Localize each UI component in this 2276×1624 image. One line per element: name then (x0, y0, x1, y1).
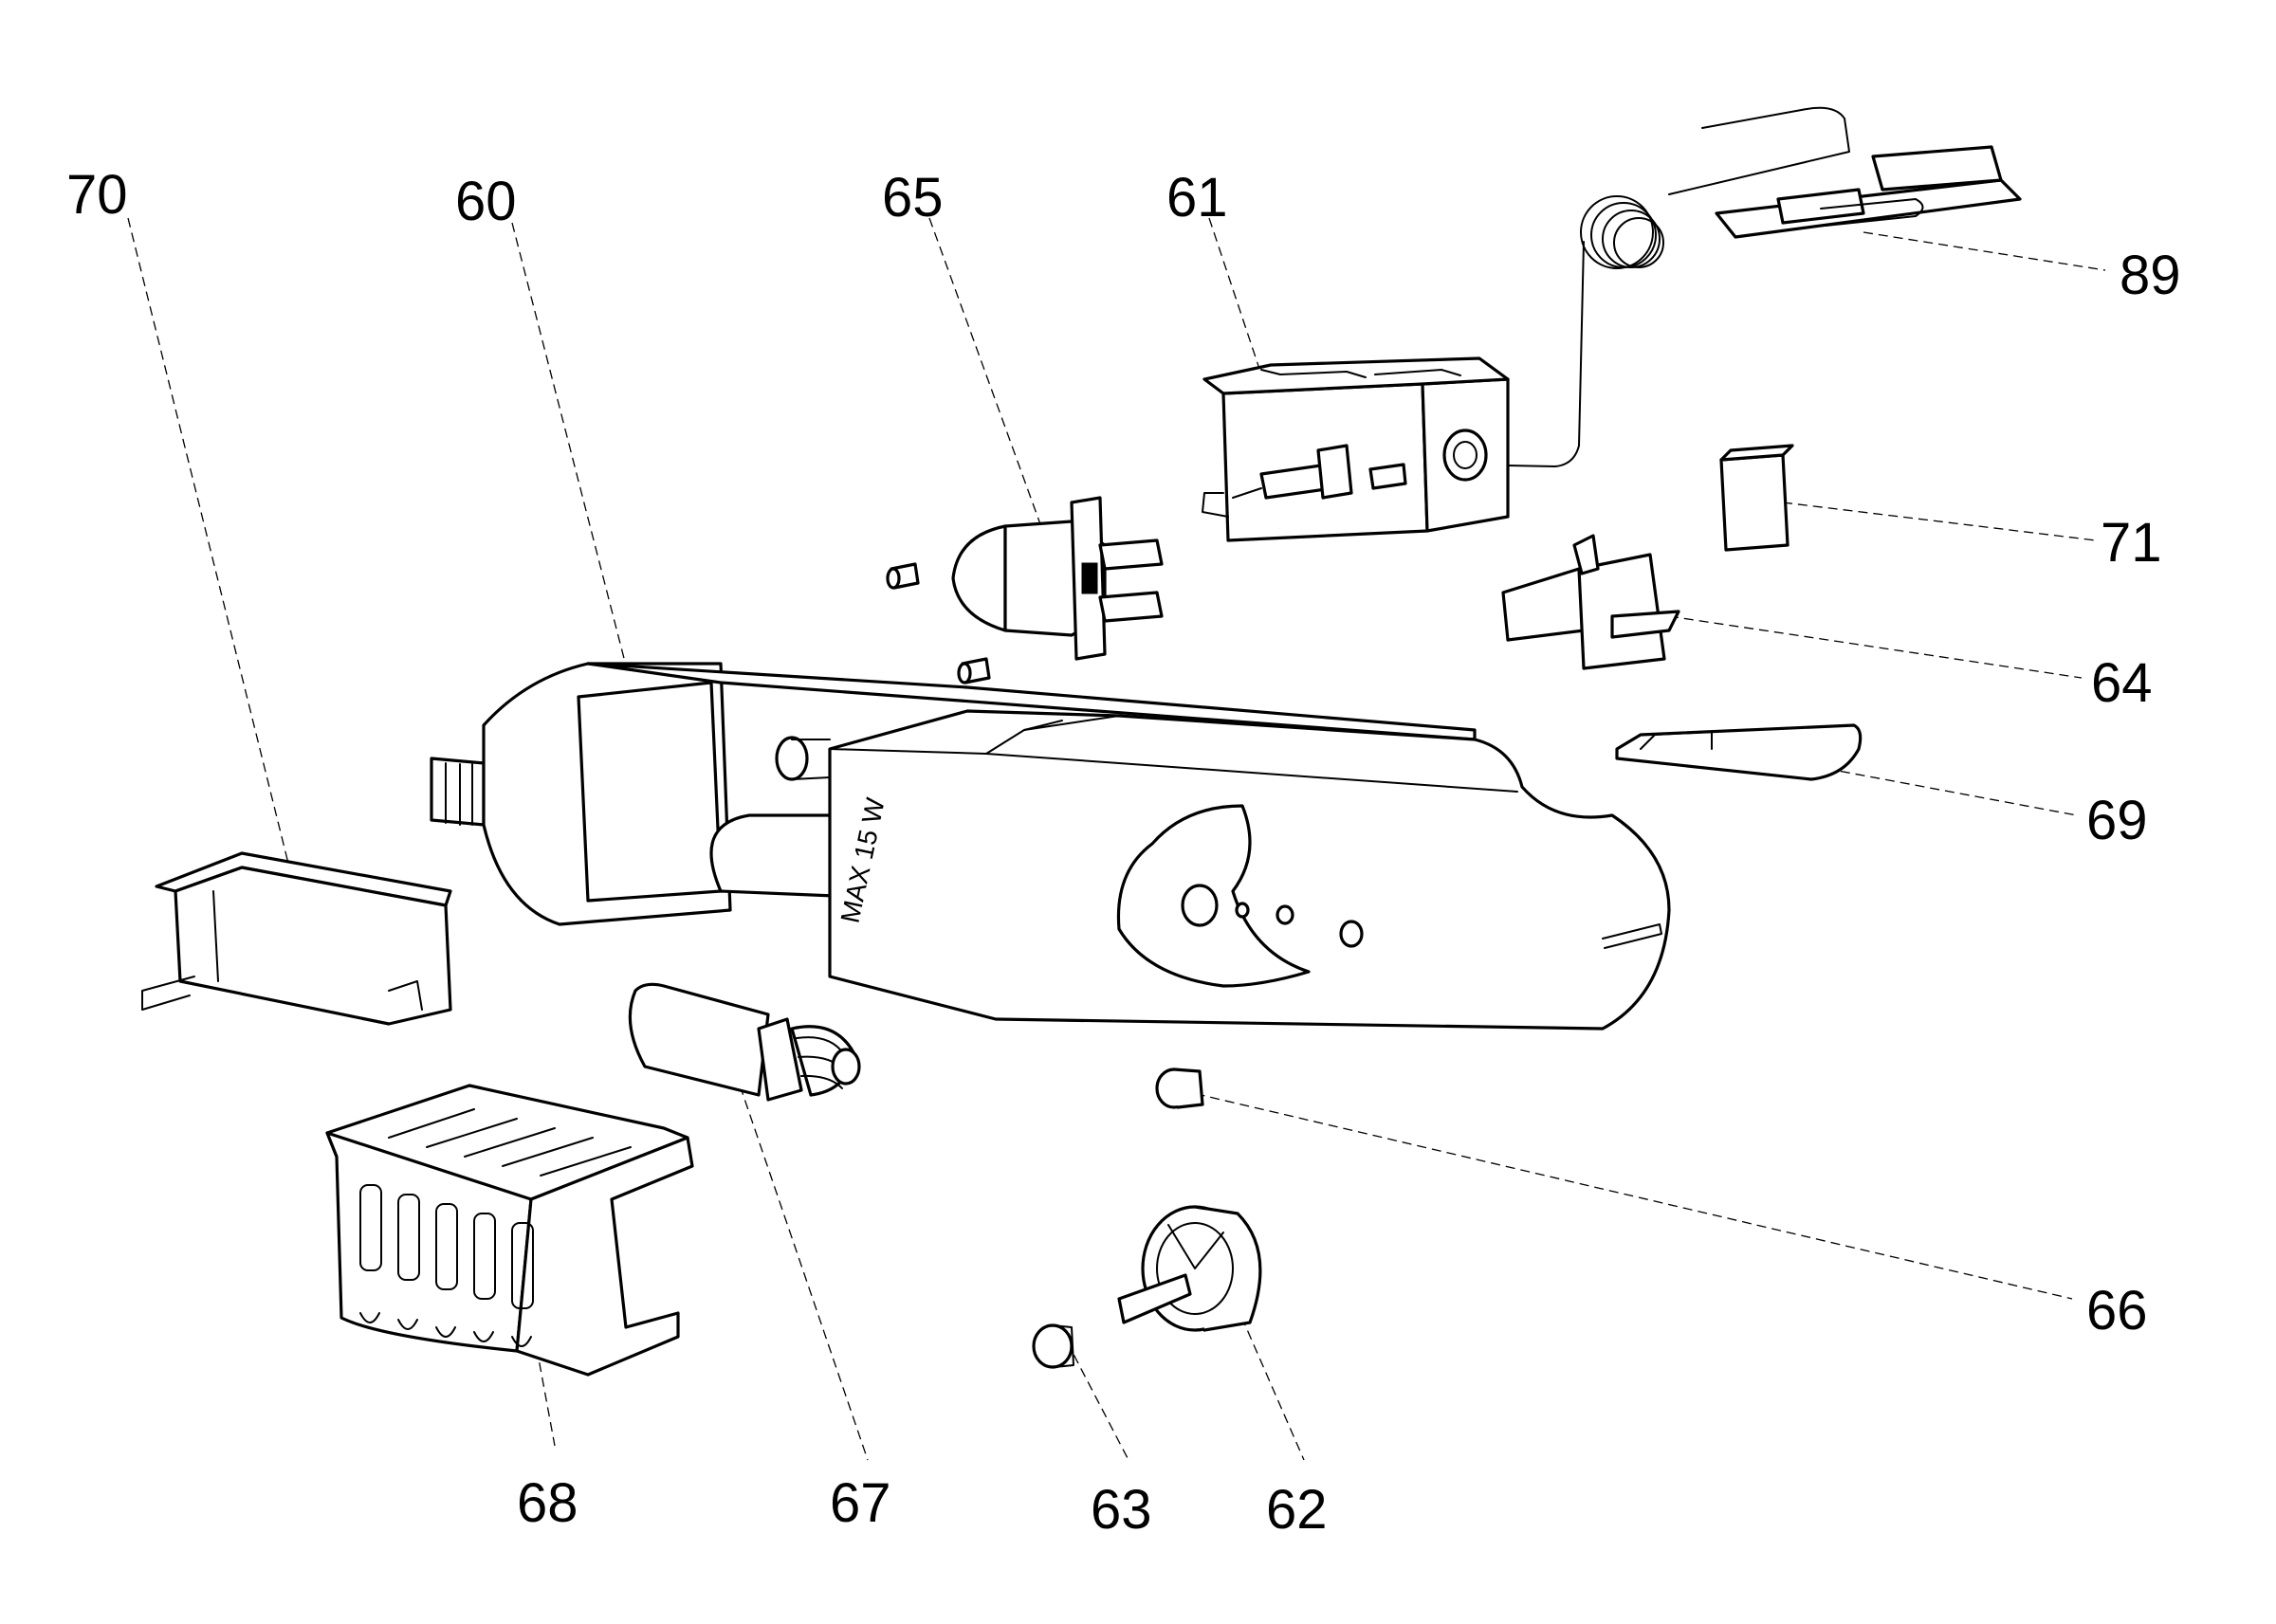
leader-71 (1782, 502, 2097, 541)
label-61: 61 (1166, 167, 1228, 228)
label-60: 60 (455, 171, 517, 232)
label-89: 89 (2120, 245, 2181, 306)
label-70: 70 (66, 164, 128, 226)
part-60-housing: MAX 15 W (430, 662, 1671, 1031)
part-64-switch (1501, 534, 1680, 670)
leader-70 (127, 217, 300, 906)
label-71: 71 (2101, 512, 2162, 574)
label-67: 67 (830, 1472, 891, 1534)
leader-89 (1863, 231, 2106, 271)
part-63-cap (1032, 1323, 1074, 1369)
part-70-cover-bracket (141, 851, 452, 1026)
leader-65 (928, 217, 1049, 546)
leader-67 (729, 1056, 869, 1461)
part-71-clip (1719, 444, 1794, 552)
part-67-lamp (628, 982, 861, 1102)
leader-66 (1180, 1089, 2073, 1300)
part-68-grille (325, 1084, 694, 1377)
part-62-knob (1117, 1205, 1262, 1332)
label-65: 65 (882, 167, 944, 228)
part-61-thermostat (1202, 356, 1510, 542)
label-68: 68 (517, 1472, 578, 1534)
label-64: 64 (2091, 652, 2153, 714)
label-69: 69 (2086, 790, 2148, 851)
part-89-thermostat-capillary (1459, 106, 2022, 467)
label-66: 66 (2086, 1280, 2148, 1341)
part-labels: 70 60 65 61 89 71 64 69 66 68 67 63 62 (66, 164, 2181, 1541)
leader-60 (511, 222, 646, 740)
part-66-push-button (1155, 1067, 1204, 1109)
label-62: 62 (1266, 1479, 1328, 1541)
leader-64 (1668, 615, 2083, 679)
part-65-lamp-holder (886, 496, 1164, 684)
part-69-plate (1615, 723, 1863, 781)
label-63: 63 (1091, 1479, 1152, 1541)
leader-63 (1066, 1341, 1129, 1461)
